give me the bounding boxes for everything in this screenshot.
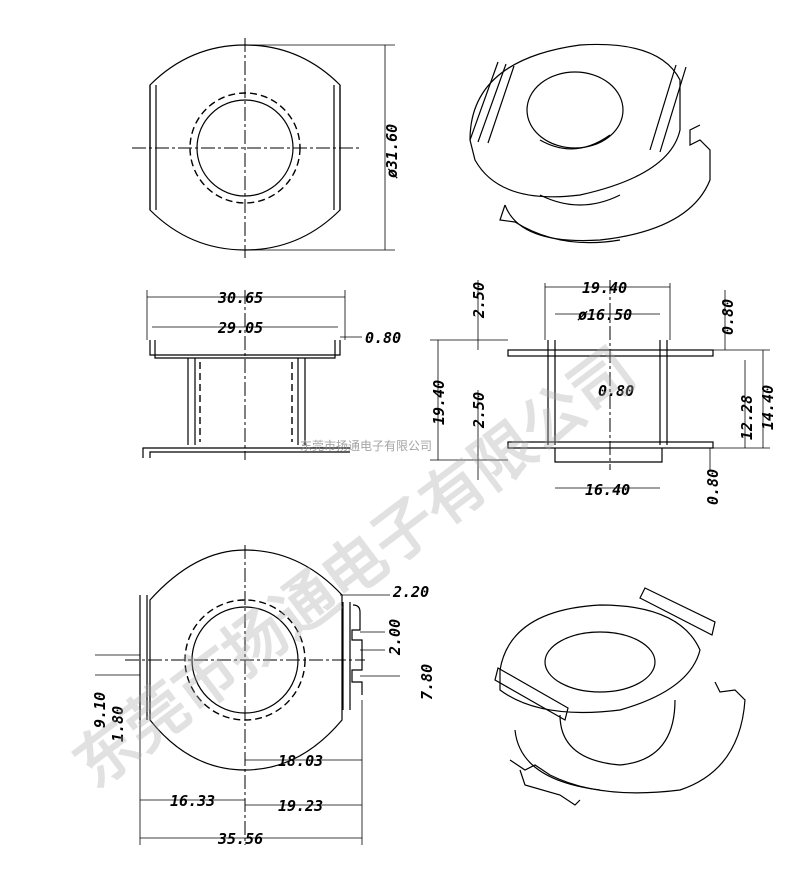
watermark-diagonal: 东莞市扬通电子有限公司 [60,333,649,802]
width-inner-label: 29.05 [217,319,263,337]
dim-1-80: 1.80 [109,706,127,742]
dim-7-80: 7.80 [418,664,436,700]
bottom-view: 2.20 2.00 7.80 9.10 1.80 18.03 16.33 19.… [91,545,436,848]
side-section: 19.40 ø16.50 0.80 16.40 19.40 2.50 2.50 … [430,279,777,505]
dim-9-10: 9.10 [91,692,109,728]
dim-0-80-center: 0.80 [598,382,634,400]
diameter-label: ø31.60 [383,124,401,179]
flange-thickness-label: 0.80 [365,329,401,347]
top-view: ø31.60 [132,38,401,258]
dim-2-50-top: 2.50 [470,282,488,319]
dim-18-03: 18.03 [278,752,323,770]
dim-2-00: 2.00 [386,619,404,656]
dim-19-40-top: 19.40 [582,279,627,297]
isometric-view-top [469,43,711,244]
watermark-inline: 东莞市扬通电子有限公司 [300,438,432,453]
dim-12-28: 12.28 [738,395,756,440]
dim-2-20: 2.20 [392,583,429,601]
dim-14-40: 14.40 [759,385,777,430]
isometric-view-bottom [494,587,746,806]
dim-2-50-bottom: 2.50 [470,392,488,429]
front-view: 30.65 29.05 0.80 [142,289,401,460]
dim-19-40-left: 19.40 [430,380,448,425]
dim-19-23: 19.23 [278,797,323,815]
dim-35-56: 35.56 [217,830,263,848]
dim-0-80-bottom-right: 0.80 [704,469,722,505]
dim-16-33: 16.33 [170,792,215,810]
dim-16-40: 16.40 [585,481,630,499]
dim-0-80-top-right: 0.80 [719,299,737,335]
width-outer-label: 30.65 [217,289,263,307]
dim-d16-50: ø16.50 [577,306,632,324]
